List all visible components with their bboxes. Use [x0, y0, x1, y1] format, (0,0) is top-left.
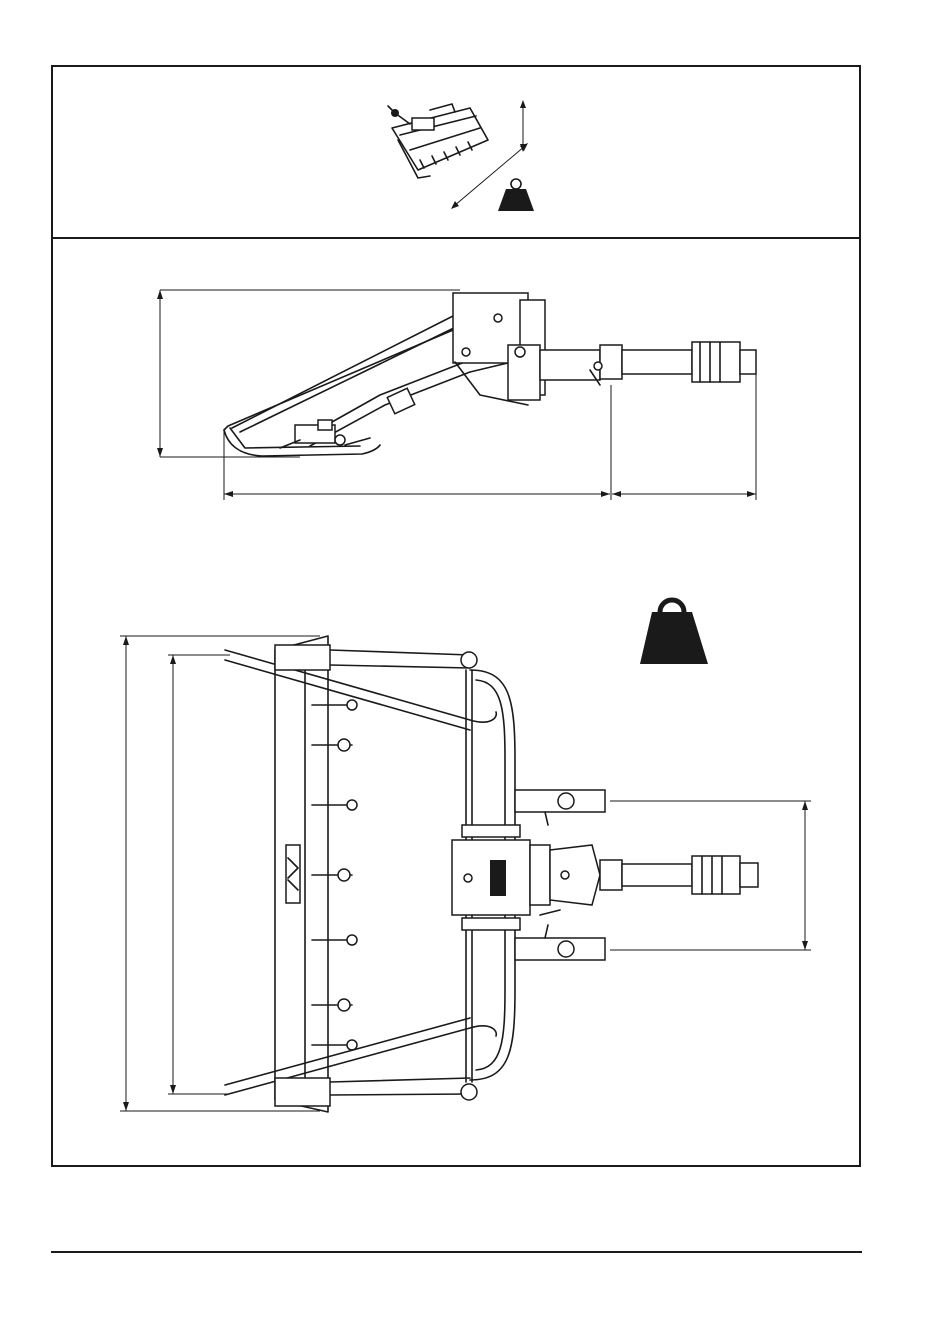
bucket-implement-icon — [388, 104, 488, 178]
tine-row — [312, 700, 357, 1050]
top-view-machine — [225, 636, 758, 1112]
weight-icon — [498, 179, 534, 211]
weight-icon — [640, 600, 708, 664]
side-view-machine — [224, 293, 756, 456]
